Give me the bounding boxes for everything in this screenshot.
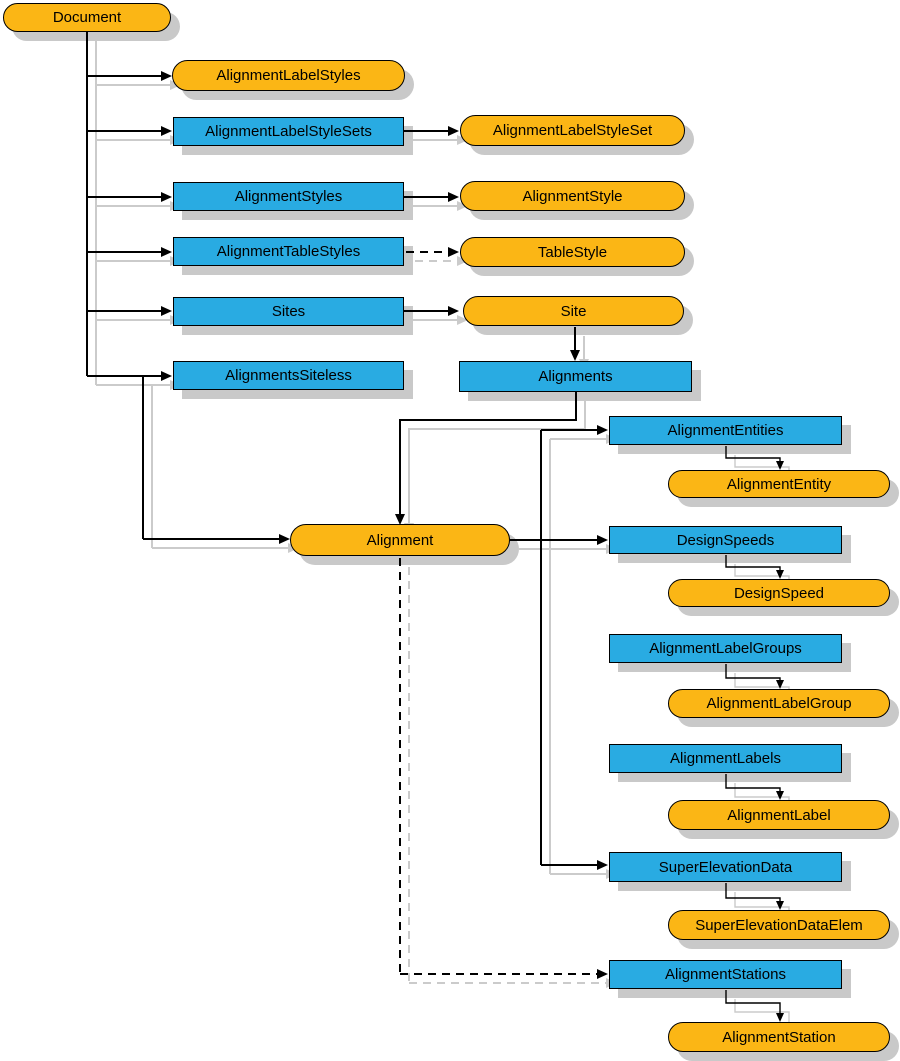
node-sites[interactable]: Sites bbox=[173, 297, 404, 326]
node-alignment-entities[interactable]: AlignmentEntities bbox=[609, 416, 842, 445]
node-design-speeds[interactable]: DesignSpeeds bbox=[609, 526, 842, 554]
node-table-style[interactable]: TableStyle bbox=[460, 237, 685, 267]
node-alignments[interactable]: Alignments bbox=[459, 361, 692, 392]
node-alignment-label-style-set[interactable]: AlignmentLabelStyleSet bbox=[460, 115, 685, 146]
node-document[interactable]: Document bbox=[3, 3, 171, 32]
node-design-speed[interactable]: DesignSpeed bbox=[668, 579, 890, 607]
node-alignment-station[interactable]: AlignmentStation bbox=[668, 1022, 890, 1052]
node-alignments-siteless[interactable]: AlignmentsSiteless bbox=[173, 361, 404, 390]
node-alignment-entity[interactable]: AlignmentEntity bbox=[668, 470, 890, 498]
node-super-elevation-data-elem[interactable]: SuperElevationDataElem bbox=[668, 910, 890, 940]
node-alignment-label-groups[interactable]: AlignmentLabelGroups bbox=[609, 634, 842, 663]
node-alignment[interactable]: Alignment bbox=[290, 524, 510, 556]
node-alignment-label-style-sets[interactable]: AlignmentLabelStyleSets bbox=[173, 117, 404, 146]
node-alignment-labels[interactable]: AlignmentLabels bbox=[609, 744, 842, 773]
node-site[interactable]: Site bbox=[463, 296, 684, 326]
node-alignment-label-styles[interactable]: AlignmentLabelStyles bbox=[172, 60, 405, 91]
node-alignment-table-styles[interactable]: AlignmentTableStyles bbox=[173, 237, 404, 266]
node-alignment-stations[interactable]: AlignmentStations bbox=[609, 960, 842, 989]
node-alignment-label-group[interactable]: AlignmentLabelGroup bbox=[668, 689, 890, 718]
node-super-elevation-data[interactable]: SuperElevationData bbox=[609, 852, 842, 882]
node-alignment-styles[interactable]: AlignmentStyles bbox=[173, 182, 404, 211]
node-alignment-label[interactable]: AlignmentLabel bbox=[668, 800, 890, 830]
node-alignment-style[interactable]: AlignmentStyle bbox=[460, 181, 685, 211]
